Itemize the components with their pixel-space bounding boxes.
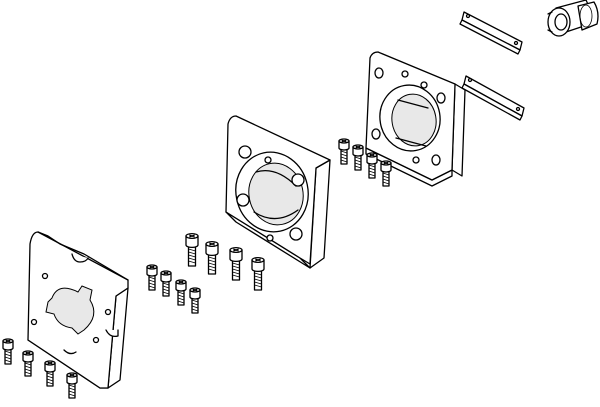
flange-plate-large bbox=[225, 115, 331, 269]
key-strip-upper bbox=[459, 11, 523, 55]
flange-plate-small bbox=[27, 231, 129, 389]
screw-group-middle-small bbox=[146, 264, 201, 314]
shaft-coupling bbox=[547, 0, 599, 37]
screw-group-middle-large bbox=[185, 232, 265, 291]
bearing-housing bbox=[365, 51, 466, 187]
key-strip-lower bbox=[461, 75, 525, 121]
